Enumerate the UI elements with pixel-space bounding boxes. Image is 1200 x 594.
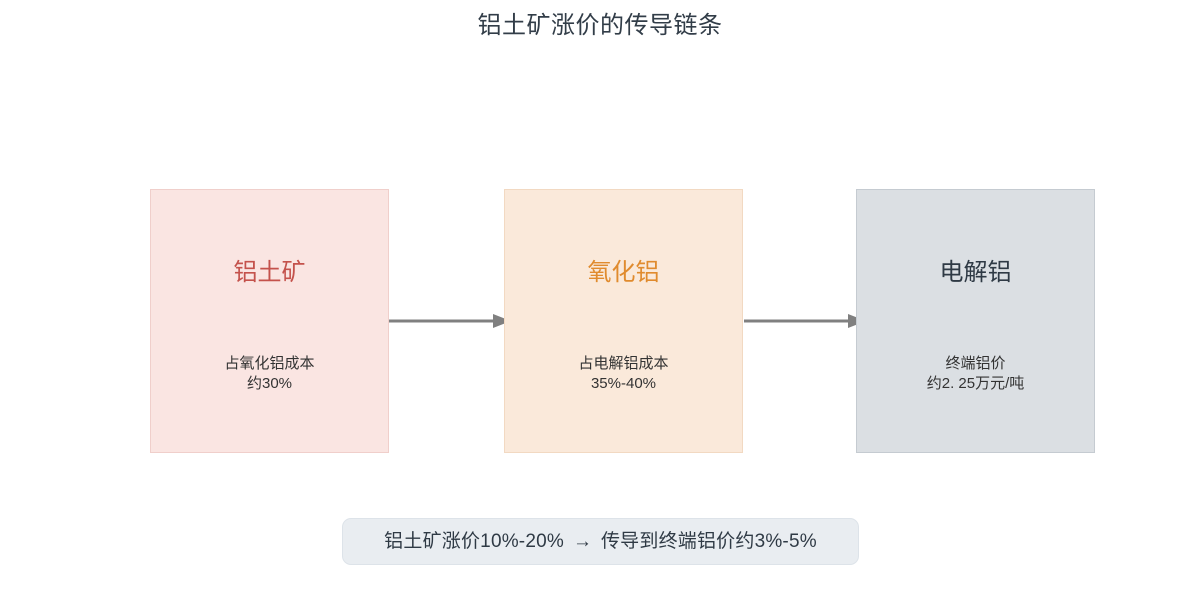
flow-node-electrolytic-aluminium: 电解铝 终端铝价 约2. 25万元/吨: [856, 189, 1095, 453]
flow-node-bauxite-title: 铝土矿: [233, 259, 306, 286]
page-title: 铝土矿涨价的传导链条: [477, 12, 723, 39]
flow-node-alumina-subtitle: 占电解铝成本 35%-40%: [505, 354, 742, 394]
flow-node-alumina: 氧化铝 占电解铝成本 35%-40%: [504, 189, 743, 453]
flow-node-alumina-title: 氧化铝: [587, 259, 660, 286]
summary-arrow-icon: →: [572, 530, 592, 552]
flow-node-electrolytic-aluminium-subtitle: 终端铝价 约2. 25万元/吨: [857, 354, 1094, 394]
flow-node-electrolytic-aluminium-title: 电解铝: [939, 259, 1012, 286]
summary-left-text: 铝土矿涨价10%-20%: [384, 530, 564, 552]
flow-node-bauxite-sub-line-2: 约30%: [246, 375, 293, 392]
arrow-bauxite-to-alumina-icon: [389, 311, 511, 331]
flow-node-alumina-sub-line-1: 占电解铝成本: [578, 355, 669, 372]
summary-right-text: 传导到终端铝价约3%-5%: [600, 530, 817, 552]
flow-node-bauxite-sub-line-1: 占氧化铝成本: [224, 355, 315, 372]
flow-node-electrolytic-aluminium-sub-line-1: 终端铝价: [945, 355, 1006, 372]
arrow-alumina-to-electrolytic-aluminium-icon: [744, 311, 866, 331]
flow-node-bauxite-subtitle: 占氧化铝成本 约30%: [151, 354, 388, 394]
flow-node-electrolytic-aluminium-sub-line-2: 约2. 25万元/吨: [926, 375, 1025, 392]
flow-node-alumina-sub-line-2: 35%-40%: [590, 375, 657, 392]
flow-node-bauxite: 铝土矿 占氧化铝成本 约30%: [150, 189, 389, 453]
summary-banner: 铝土矿涨价10%-20% → 传导到终端铝价约3%-5%: [342, 518, 859, 565]
